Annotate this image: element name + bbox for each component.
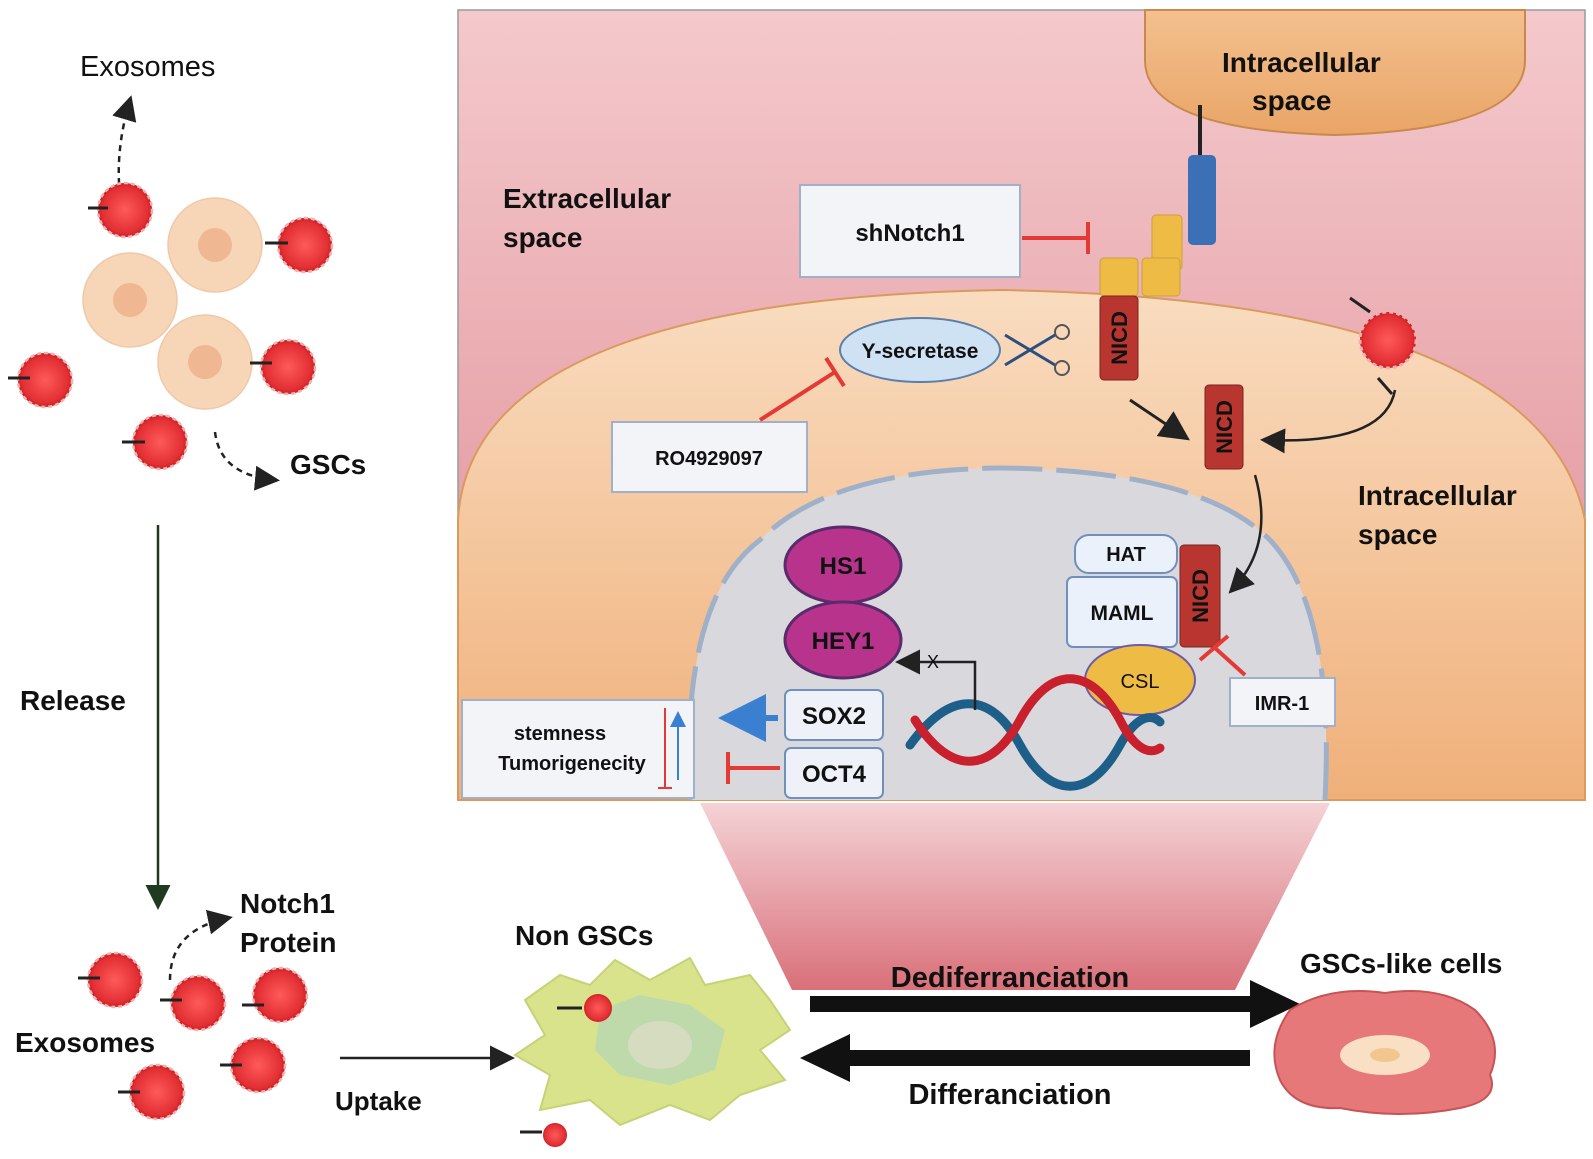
notch1-protein-label-1: Notch1	[240, 888, 335, 919]
tumorigenecity-label: Tumorigenecity	[498, 753, 646, 775]
exosome	[122, 413, 189, 471]
exosome	[520, 1123, 567, 1147]
differentiation-label: Differanciation	[908, 1079, 1111, 1111]
exosome	[88, 181, 154, 239]
docking-exosome	[1358, 310, 1418, 370]
transcription-arrow	[895, 649, 977, 710]
shnotch1-box	[799, 184, 1021, 278]
exosome	[242, 966, 309, 1024]
intracellular-right-label-1: Intracellular	[1358, 480, 1517, 511]
hey1-ellipse	[783, 600, 903, 680]
gsc-nucleus	[188, 345, 222, 379]
docking-exosome-protein-2	[1376, 377, 1394, 395]
notch1-protein-dashed-arrow	[168, 909, 233, 981]
exosome	[118, 1063, 186, 1121]
docking-exosome-protein-1	[1349, 296, 1371, 314]
nicd-released-label: NICD	[1212, 400, 1237, 454]
exosome	[557, 994, 612, 1022]
csl-label: CSL	[1121, 671, 1160, 693]
nicd-to-nucleus-arrow	[1228, 474, 1263, 594]
shnotch1-label: shNotch1	[855, 220, 964, 247]
exosome-release-section: Exosomes GSCs Release Notch1 Protein	[8, 51, 515, 1121]
exosome	[265, 216, 334, 274]
gsc-nucleus	[198, 228, 232, 262]
exosome	[8, 351, 74, 409]
release-label: Release	[20, 685, 126, 716]
notch-extracellular-yellow-3	[1141, 257, 1181, 297]
exosome	[220, 1036, 287, 1094]
oct4-label: OCT4	[802, 761, 867, 788]
ro-inhibit-line	[758, 370, 837, 422]
sox2-label: SOX2	[802, 703, 866, 730]
exosomes-bottom-label: Exosomes	[15, 1027, 155, 1058]
extracellular-space-label-2: space	[503, 222, 582, 253]
dedifferentiation-arrow	[810, 980, 1300, 1028]
zoom-funnel	[700, 803, 1330, 990]
hat-box	[1074, 534, 1178, 574]
ro4929097-label: RO4929097	[655, 448, 763, 470]
ro-inhibit-bar	[824, 356, 846, 388]
exosomes-top-label: Exosomes	[80, 51, 215, 83]
gsc-cell-cluster	[82, 197, 263, 410]
signaling-panel: NICD shNotch1 Y-secretase RO4929097 NICD	[457, 9, 1586, 801]
nicd-released	[1204, 384, 1244, 470]
notch1-protein-label-2: Protein	[240, 927, 336, 958]
ro4929097-box	[611, 421, 808, 493]
exosome	[250, 338, 317, 396]
gscs-like-cells-label: GSCs-like cells	[1300, 948, 1502, 979]
exosome	[78, 951, 144, 1009]
x-mark: X	[927, 652, 939, 672]
exosome-to-nicd-arrow	[1260, 389, 1397, 454]
nicd-membrane	[1099, 295, 1139, 381]
intracellular-right-label-2: space	[1358, 519, 1437, 550]
imr1-label: IMR-1	[1255, 693, 1309, 715]
intracellular-top-label-1: Intracellular	[1222, 47, 1381, 78]
top-cell-compartment	[1144, 9, 1526, 137]
gamma-secretase	[839, 317, 1001, 383]
sox2-box	[784, 689, 884, 741]
differentiation-section: Non GSCs Dediferranciation Differanciati…	[513, 920, 1502, 1147]
scissors-icon	[1004, 324, 1070, 376]
stemness-box	[461, 699, 695, 799]
exosome	[160, 974, 227, 1032]
exosome-release-dashed-arrow	[112, 95, 137, 196]
imr1-box	[1229, 677, 1336, 727]
non-gscs-label: Non GSCs	[515, 920, 653, 951]
gsc-nucleus	[113, 283, 147, 317]
non-gsc-nucleus	[628, 1021, 692, 1069]
differentiation-arrow	[800, 1034, 1250, 1082]
nicd-complex-label: NICD	[1188, 569, 1213, 623]
gscs-dashed-arrow	[213, 431, 280, 491]
gscs-label: GSCs	[290, 449, 366, 480]
maml-label: MAML	[1091, 602, 1154, 625]
dedifferentiation-label: Dediferranciation	[891, 962, 1130, 994]
nicd-cleavage-arrow	[1129, 398, 1190, 441]
extracellular-space-label-1: Extracellular	[503, 183, 671, 214]
notch-extracellular-yellow-2	[1099, 257, 1139, 297]
hey1-label: HEY1	[812, 628, 875, 655]
gamma-secretase-label: Y-secretase	[862, 340, 979, 363]
notch-ligand-blue	[1188, 155, 1216, 245]
imr1-inhibit-bar	[1198, 634, 1230, 662]
nicd-complex	[1179, 544, 1221, 648]
dna-helix	[905, 674, 1165, 791]
hat-label: HAT	[1106, 544, 1146, 566]
imr1-inhibit-line	[1213, 646, 1247, 677]
gsc-like-nucleolus	[1370, 1048, 1400, 1062]
stemness-label: stemness	[514, 723, 606, 745]
oct4-box	[784, 747, 884, 799]
hs1-label: HS1	[820, 553, 867, 580]
uptake-label: Uptake	[335, 1086, 422, 1116]
nicd-membrane-label: NICD	[1107, 311, 1132, 365]
nuclear-envelope	[686, 465, 1329, 801]
intracellular-top-label-2: space	[1252, 85, 1331, 116]
